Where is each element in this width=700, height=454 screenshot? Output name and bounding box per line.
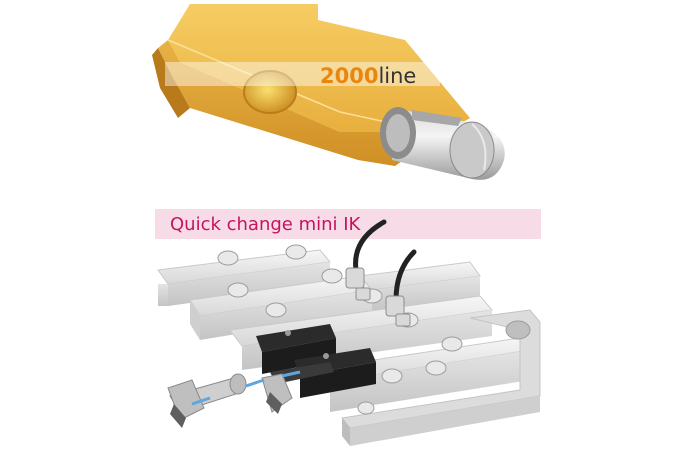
system-name-label: Quick change mini IK <box>170 214 361 235</box>
product-line-label: 2000line <box>320 62 416 90</box>
product-line-word: line <box>378 64 417 88</box>
gold-tool-holder <box>152 4 470 166</box>
mini-cutting-tools <box>167 362 334 428</box>
product-line-number: 2000 <box>320 64 379 88</box>
round-shank-tool <box>380 107 505 180</box>
bottom-label-band <box>155 209 541 239</box>
coolant-hoses <box>353 219 417 303</box>
top-label-band <box>165 62 440 86</box>
hose-fittings <box>345 267 411 327</box>
